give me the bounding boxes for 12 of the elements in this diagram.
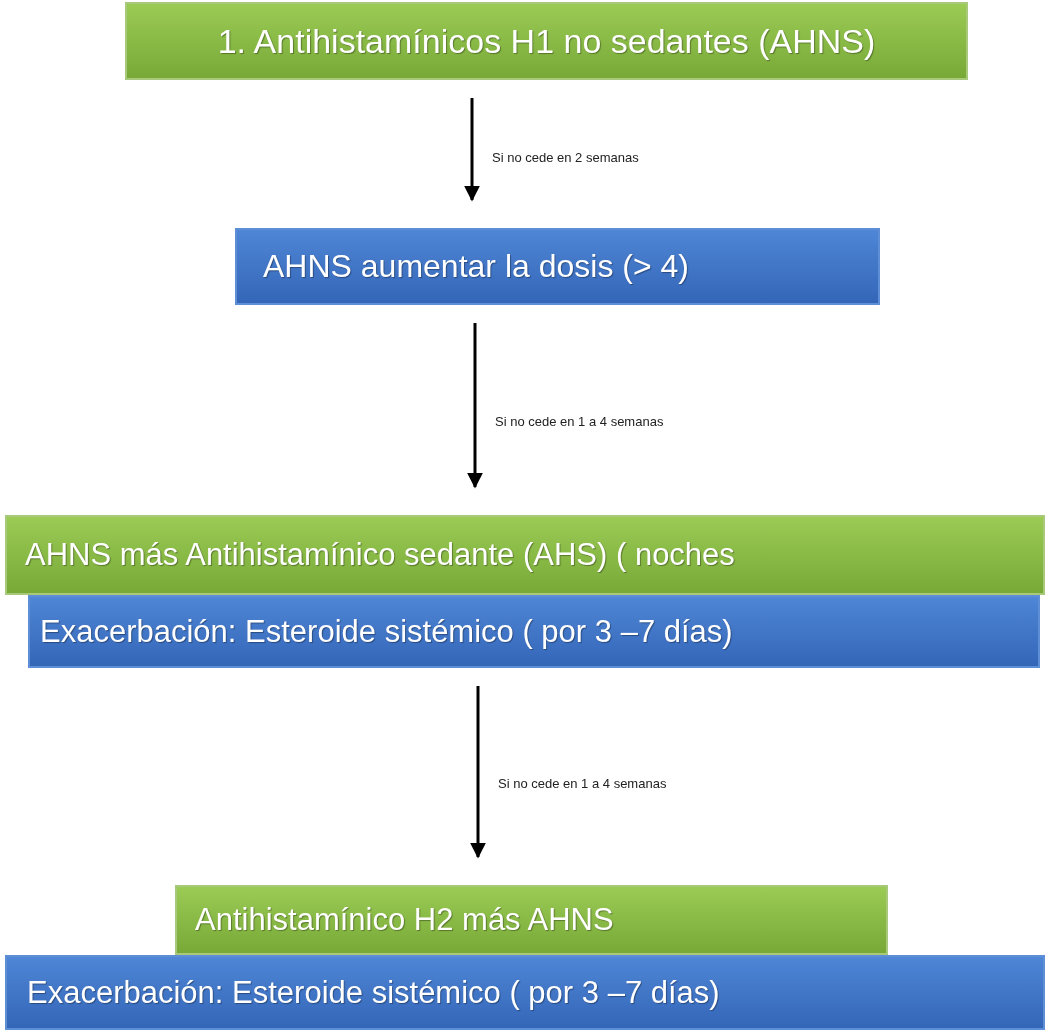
action-box: AHNS aumentar la dosis (> 4) <box>235 228 880 305</box>
step-box: 1. Antihistamínicos H1 no sedantes (AHNS) <box>125 2 968 80</box>
arrow <box>467 323 483 489</box>
step-box: AHNS más Antihistamínico sedante (AHS) ( noches <box>5 515 1045 595</box>
arrow <box>464 98 480 202</box>
action-box: Exacerbación: Esteroide sistémico ( por 3 –7 días) <box>28 595 1040 668</box>
arrow <box>470 686 486 859</box>
edge-label: Si no cede en 1 a 4 semanas <box>493 414 666 429</box>
step-box: Antihistamínico H2 más AHNS <box>175 885 888 955</box>
action-box: Exacerbación: Esteroide sistémico ( por 3 –7 días) <box>5 955 1045 1030</box>
edge-label: Si no cede en 1 a 4 semanas <box>496 776 669 791</box>
edge-label: Si no cede en 2 semanas <box>490 150 641 165</box>
